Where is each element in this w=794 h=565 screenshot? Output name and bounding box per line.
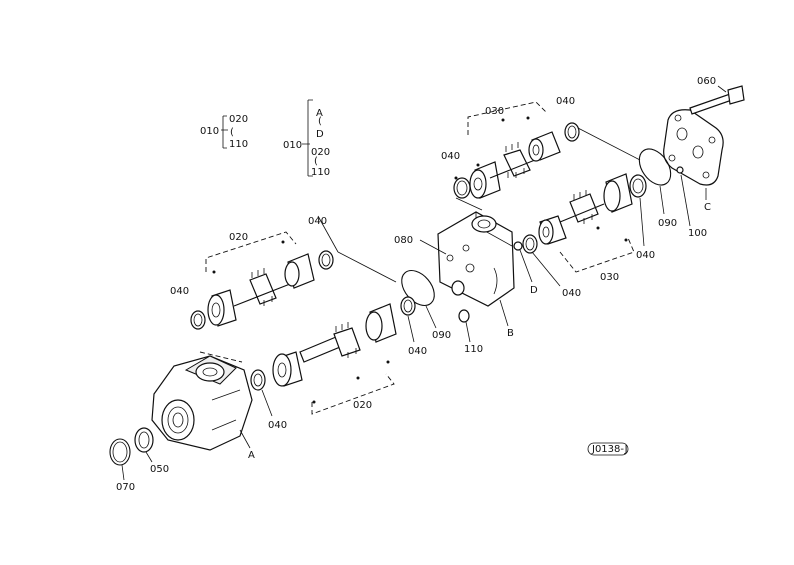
o-ring-090	[638, 148, 672, 186]
callout-080: 080	[394, 235, 413, 246]
legend-right-part: A	[316, 108, 323, 119]
svg-text:(: (	[318, 116, 322, 127]
callout-070: 070	[116, 482, 135, 493]
callout-100: 100	[688, 228, 707, 239]
pin-100	[676, 166, 684, 174]
callout-020: 020	[353, 400, 372, 411]
callout-110: 110	[464, 344, 483, 355]
gear-020	[249, 273, 277, 305]
callout-040: 040	[636, 250, 655, 261]
callout-090: 090	[432, 330, 451, 341]
callout-040: 040	[408, 346, 427, 357]
callout-020: 020	[229, 232, 248, 243]
center-body: 080 B	[394, 211, 515, 339]
bolt-060: 060	[689, 76, 745, 115]
callout-090: 090	[658, 218, 677, 229]
seal-ring-040	[629, 174, 647, 198]
callout-C: C	[704, 202, 711, 213]
mid-gear-group: 030 040	[538, 173, 655, 283]
callout-040: 040	[562, 288, 581, 299]
seal-ring-040	[250, 369, 266, 391]
left-upper-gear-group: 020 040 040	[170, 216, 334, 330]
legend-left-part: 020	[229, 114, 248, 125]
callout-060: 060	[697, 76, 716, 87]
seal-ring-040	[400, 296, 416, 316]
callout-030: 030	[485, 106, 504, 117]
o-ring-110	[458, 309, 470, 323]
seal-ring-040	[318, 250, 334, 270]
snap-ring-070: 070	[109, 438, 135, 493]
dowel-D	[513, 241, 523, 251]
drive-gear	[489, 142, 541, 179]
legend-right-assy: 010	[283, 140, 302, 151]
callout-A: A	[248, 450, 255, 461]
stamp-text: J0138-J	[591, 444, 628, 455]
legend-right-part: D	[316, 129, 324, 140]
top-gear-group: 030 040 040	[441, 96, 580, 199]
legend-right-part: 110	[311, 167, 330, 178]
legend-left-part: 110	[229, 139, 248, 150]
callout-030: 030	[600, 272, 619, 283]
drawing-stamp: J0138-J	[587, 442, 629, 456]
callout-B: B	[507, 328, 514, 339]
svg-text:(: (	[230, 127, 234, 138]
seal-ring-040	[190, 310, 206, 330]
end-cover: C	[663, 109, 724, 213]
callout-050: 050	[150, 464, 169, 475]
main-housing: A	[151, 355, 255, 461]
callout-040: 040	[556, 96, 575, 107]
callout-040: 040	[268, 420, 287, 431]
gear-020	[333, 327, 361, 357]
legend-left: 010 020 110 (	[200, 114, 248, 150]
seal-ring-040	[522, 234, 538, 254]
o-ring-090	[401, 269, 435, 307]
left-lower-gear-group: 040 040 020	[250, 296, 427, 431]
svg-text:(: (	[314, 156, 318, 167]
callout-D: D	[530, 285, 538, 296]
legend-right-part: 020	[311, 147, 330, 158]
callout-040: 040	[170, 286, 189, 297]
legend-left-assy: 010	[200, 126, 219, 137]
seal-ring-040	[564, 122, 580, 142]
callout-040: 040	[441, 151, 460, 162]
oil-seal-050: 050	[134, 427, 169, 475]
legend-right: 010 A ( D 020 ( 110	[283, 99, 330, 178]
callout-040: 040	[308, 216, 327, 227]
